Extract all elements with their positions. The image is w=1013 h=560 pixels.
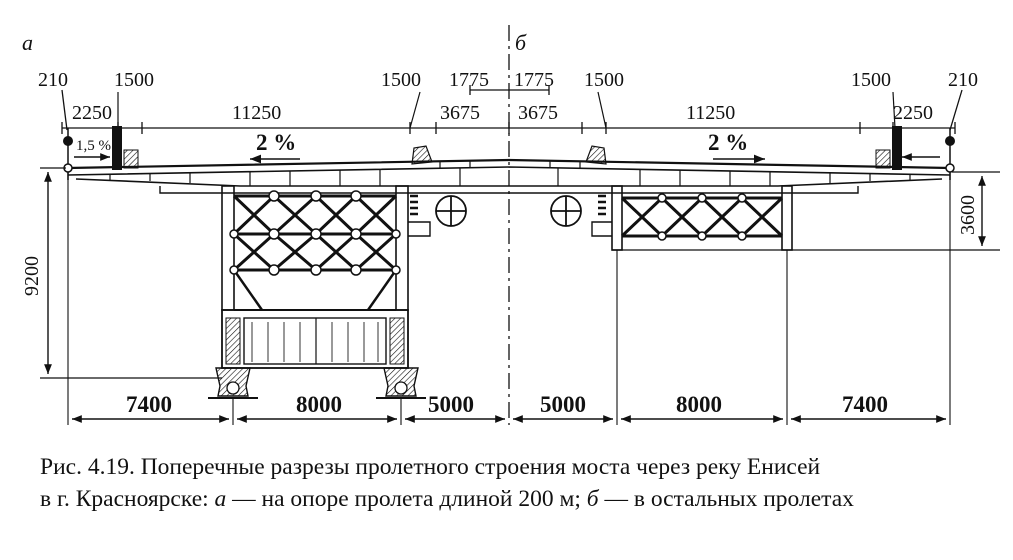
dim-1500-3: 1500 xyxy=(584,69,624,91)
second-dimension-row: 2250 11250 3675 3675 11250 2250 xyxy=(61,102,956,134)
slope-2-percent-left: 2 % xyxy=(256,130,296,155)
caption-text: — на опоре пролета длиной 200 м; xyxy=(226,486,587,512)
dim-1775-1: 1775 xyxy=(449,69,489,91)
top-dimension-row: 210 1500 1500 1775 1775 1500 1500 210 xyxy=(38,69,978,131)
deck-slab xyxy=(67,158,951,194)
dim-1500-2: 1500 xyxy=(381,69,421,91)
right-support-frame xyxy=(591,185,793,251)
dim-1500-1: 1500 xyxy=(114,69,154,91)
dim-5000-left: 5000 xyxy=(428,392,474,417)
figure-caption-line-2: в г. Красноярске: а — на опоре пролета д… xyxy=(40,484,1000,514)
dim-11250-left: 11250 xyxy=(232,102,281,124)
deck-ribs xyxy=(109,161,911,186)
vertical-dimensions xyxy=(40,167,1000,379)
dim-1500-4: 1500 xyxy=(851,69,891,91)
pipe-symbols xyxy=(435,195,582,227)
bottom-dimension-row xyxy=(67,180,951,425)
figure-caption-line-1: Рис. 4.19. Поперечные разрезы пролетного… xyxy=(40,454,821,480)
dim-8000-left: 8000 xyxy=(296,392,342,417)
dim-3600: 3600 xyxy=(957,195,979,235)
section-label-a: а xyxy=(22,30,33,55)
bridge-cross-section-drawing: а б 210 1500 1500 1775 1775 1500 1500 21… xyxy=(21,25,1000,425)
railing-right xyxy=(875,126,955,173)
railing-left xyxy=(63,126,139,173)
left-support-frame xyxy=(208,185,431,399)
dim-9200: 9200 xyxy=(21,256,43,296)
median-barriers xyxy=(411,145,607,165)
caption-text: в г. Красноярске: xyxy=(40,486,215,512)
section-label-b: б xyxy=(515,30,527,55)
caption-text: — в остальных пролетах xyxy=(598,486,854,512)
slope-1-5-percent: 1,5 % xyxy=(76,138,111,154)
dim-2250-left: 2250 xyxy=(72,102,112,124)
dim-2250-right: 2250 xyxy=(893,102,933,124)
dim-11250-right: 11250 xyxy=(686,102,735,124)
dim-7400-left: 7400 xyxy=(126,392,172,417)
dim-5000-right: 5000 xyxy=(540,392,586,417)
slope-indicators: 1,5 % 2 % 2 % xyxy=(74,130,940,164)
dim-3675-left: 3675 xyxy=(440,102,480,124)
dim-1775-2: 1775 xyxy=(514,69,554,91)
dim-210-right: 210 xyxy=(948,69,978,91)
dim-210-left: 210 xyxy=(38,69,68,91)
dim-3675-right: 3675 xyxy=(518,102,558,124)
dim-7400-right: 7400 xyxy=(842,392,888,417)
caption-label-b: б xyxy=(586,486,599,512)
dim-8000-right: 8000 xyxy=(676,392,722,417)
slope-2-percent-right: 2 % xyxy=(708,130,748,155)
caption-label-a: а xyxy=(214,486,227,512)
